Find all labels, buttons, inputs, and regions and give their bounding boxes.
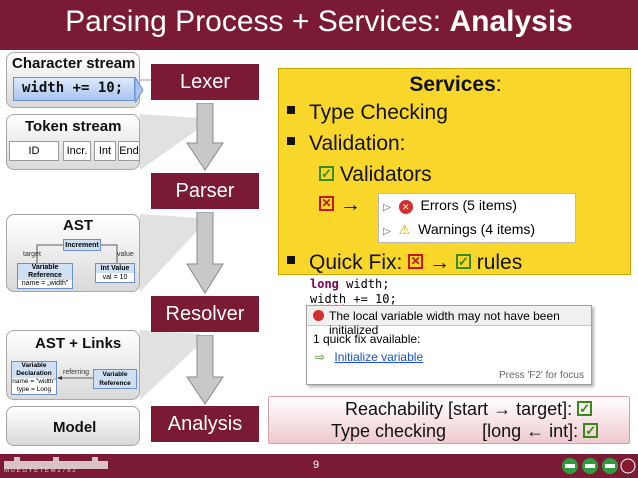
down-arrow-icon [186, 212, 224, 294]
validators-item: ✓ Validators [319, 163, 432, 187]
slide-title: Parsing Process + Services: Analysis [65, 5, 573, 38]
down-arrow-icon [186, 335, 224, 405]
down-arrow-icon [186, 103, 224, 171]
popup-message: The local variable width may not have be… [307, 306, 591, 337]
left-arrow-icon: ← [526, 421, 545, 441]
token-stream-panel: Token stream ID Incr. Int End [6, 114, 140, 170]
error-icon [313, 310, 324, 321]
footer-bar: M Ű E G Y E T E M 1 7 8 2 9 [0, 454, 638, 478]
links-referring-label: referring [63, 369, 90, 376]
parser-stage: Parser [151, 173, 259, 209]
code-editor[interactable]: long width; width += 10; [306, 276, 596, 310]
warnings-row[interactable]: ▷ ⚠ Warnings (4 items) [383, 221, 536, 237]
services-heading: Services: [409, 73, 502, 96]
analysis-results-box: Reachability [start → target]: ✓ Type ch… [268, 396, 630, 444]
errors-row[interactable]: ▷ ✕ Errors (5 items) [383, 197, 517, 214]
links-edge [57, 376, 93, 380]
reachability-line: Reachability [start → target]: ✓ [345, 399, 593, 420]
warning-icon: ⚠ [398, 222, 411, 237]
right-arrow-icon: → [339, 193, 361, 216]
cross-icon: ✕ [408, 253, 424, 269]
check-icon: ✓ [583, 422, 599, 438]
check-icon: ✓ [455, 253, 471, 269]
token-end: End [118, 141, 140, 161]
quick-fix-item: Quick Fix: ✕ → ✓ rules [287, 251, 522, 275]
quick-fix-count: 1 quick fix available: [313, 332, 421, 346]
ast-links-label: AST + Links [35, 335, 122, 352]
services-box: Services: Type Checking Validation: ✓ Va… [278, 68, 631, 275]
resolver-stage: Resolver [151, 296, 259, 332]
expand-arrow-icon: ▷ [383, 226, 391, 237]
type-checking-line: Type checking[long ← int]: ✓ [331, 421, 599, 442]
cross-icon: ✕ [319, 195, 334, 211]
character-stream-panel: Character stream width += 10; [6, 52, 144, 108]
fix-icon: ⇨ [315, 350, 326, 364]
character-stream-label: Character stream [12, 55, 136, 72]
quick-fix-popup: The local variable width may not have be… [306, 305, 592, 385]
ftsrg-logo [562, 458, 636, 474]
cross-arrow-item: ✕ → [319, 193, 361, 217]
token-id: ID [9, 141, 59, 161]
university-name: M Ű E G Y E T E M 1 7 8 2 [4, 468, 76, 474]
problems-view: ▷ ✕ Errors (5 items) ▷ ⚠ Warnings (4 ite… [378, 193, 576, 243]
error-icon: ✕ [398, 200, 413, 214]
right-arrow-icon: → [429, 251, 451, 274]
initialize-variable-link[interactable]: ⇨ Initialize variable [315, 350, 424, 364]
expand-arrow-icon: ▷ [383, 202, 391, 213]
check-icon: ✓ [319, 165, 334, 181]
token-stream-label: Token stream [25, 118, 122, 135]
type-checking-item: Type Checking [287, 101, 448, 125]
model-panel: Model [6, 406, 140, 446]
right-arrow-icon: → [493, 399, 512, 419]
check-icon: ✓ [577, 400, 593, 416]
title-bar [0, 0, 638, 50]
ast-value-label: value [117, 251, 134, 258]
ast-label: AST [63, 217, 93, 234]
focus-hint: Press 'F2' for focus [499, 370, 584, 381]
ast-edges [36, 244, 118, 263]
token-incr: Incr. [63, 141, 91, 161]
university-logo [4, 456, 108, 469]
ast-increment-node: Increment [63, 239, 101, 251]
character-stream-code: width += 10; [13, 77, 135, 101]
page-number: 9 [313, 459, 320, 471]
token-int: Int [94, 141, 116, 161]
ast-target-label: target [23, 251, 41, 258]
model-label: Model [53, 419, 97, 436]
validation-item: Validation: [287, 132, 406, 156]
lexer-stage: Lexer [151, 64, 259, 100]
analysis-stage: Analysis [151, 406, 259, 442]
